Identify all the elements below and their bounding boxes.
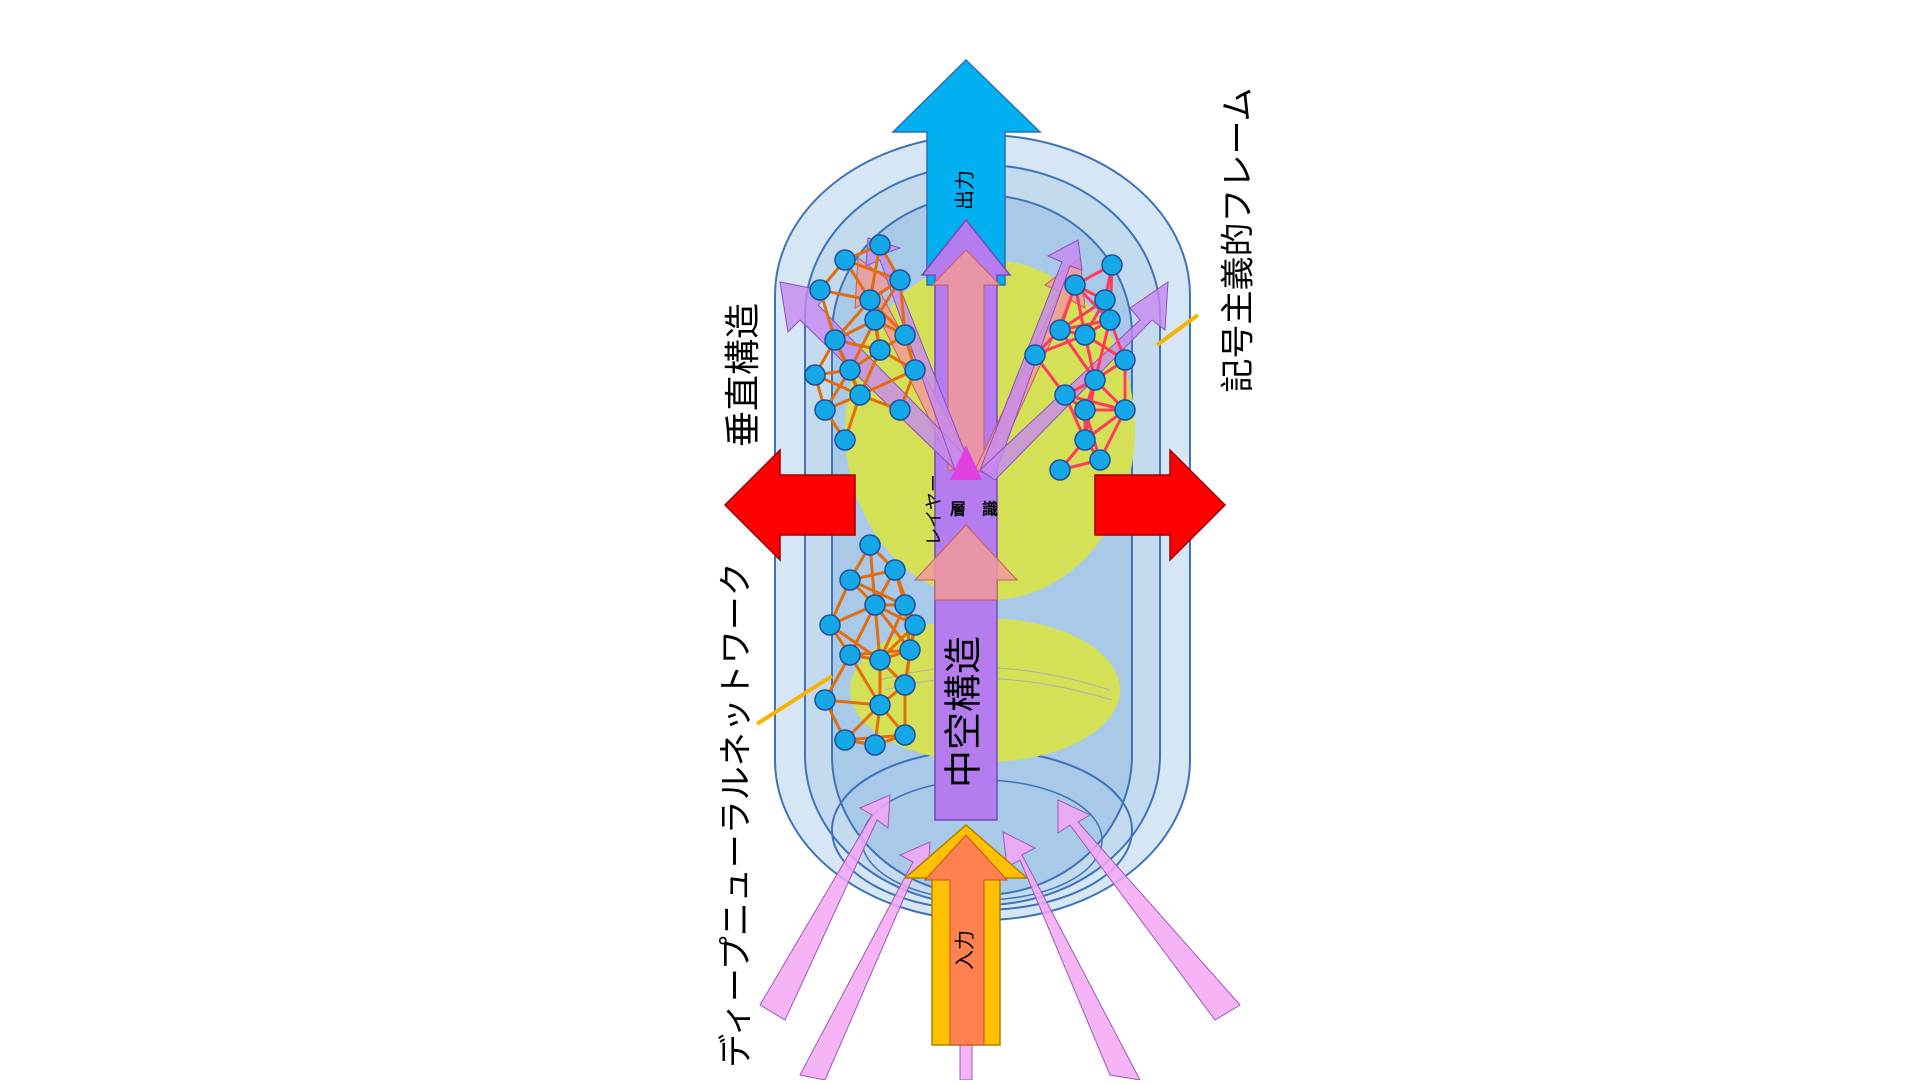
network-node bbox=[865, 735, 885, 755]
network-node bbox=[815, 690, 835, 710]
network-node bbox=[1075, 430, 1095, 450]
network-node bbox=[1075, 400, 1095, 420]
network-node bbox=[865, 310, 885, 330]
network-node bbox=[860, 290, 880, 310]
network-node bbox=[820, 615, 840, 635]
network-node bbox=[835, 430, 855, 450]
network-node bbox=[890, 270, 910, 290]
network-node bbox=[1050, 460, 1070, 480]
network-node bbox=[815, 400, 835, 420]
network-node bbox=[895, 325, 915, 345]
network-node bbox=[1025, 345, 1045, 365]
network-node bbox=[1115, 400, 1135, 420]
network-node bbox=[835, 250, 855, 270]
network-node bbox=[895, 675, 915, 695]
network-node bbox=[870, 695, 890, 715]
network-node bbox=[890, 400, 910, 420]
network-node bbox=[1095, 290, 1115, 310]
network-node bbox=[900, 640, 920, 660]
output-label: 出力 bbox=[953, 170, 977, 210]
layer-stratum-label: 層 bbox=[950, 500, 966, 519]
network-node bbox=[805, 365, 825, 385]
symbolic-frame-label: 記号主義的フレーム bbox=[1219, 88, 1259, 393]
network-node bbox=[825, 330, 845, 350]
network-node bbox=[1055, 385, 1075, 405]
network-node bbox=[905, 615, 925, 635]
consciousness-label: 識 bbox=[982, 500, 998, 519]
network-node bbox=[895, 725, 915, 745]
network-node bbox=[905, 360, 925, 380]
network-node bbox=[865, 595, 885, 615]
network-node bbox=[1050, 320, 1070, 340]
network-node bbox=[1115, 350, 1135, 370]
vertical-structure-label: 垂直構造 bbox=[723, 303, 764, 447]
network-node bbox=[840, 570, 860, 590]
network-node bbox=[860, 535, 880, 555]
layer-label: レイヤー bbox=[924, 474, 945, 545]
network-node bbox=[1100, 310, 1120, 330]
input-label: 入力 bbox=[953, 930, 977, 970]
deep-neural-network-label: ディープニューラルネットワーク bbox=[717, 562, 757, 1068]
network-node bbox=[895, 595, 915, 615]
network-node bbox=[870, 340, 890, 360]
network-node bbox=[885, 560, 905, 580]
hollow-structure-label: 中空構造 bbox=[942, 636, 986, 788]
network-node bbox=[810, 280, 830, 300]
network-node bbox=[850, 385, 870, 405]
network-node bbox=[840, 645, 860, 665]
network-node bbox=[1090, 450, 1110, 470]
network-node bbox=[870, 235, 890, 255]
network-node bbox=[1102, 255, 1122, 275]
network-node bbox=[835, 730, 855, 750]
network-node bbox=[870, 650, 890, 670]
network-node bbox=[1085, 370, 1105, 390]
network-node bbox=[840, 360, 860, 380]
network-node bbox=[1065, 275, 1085, 295]
network-node bbox=[1075, 325, 1095, 345]
